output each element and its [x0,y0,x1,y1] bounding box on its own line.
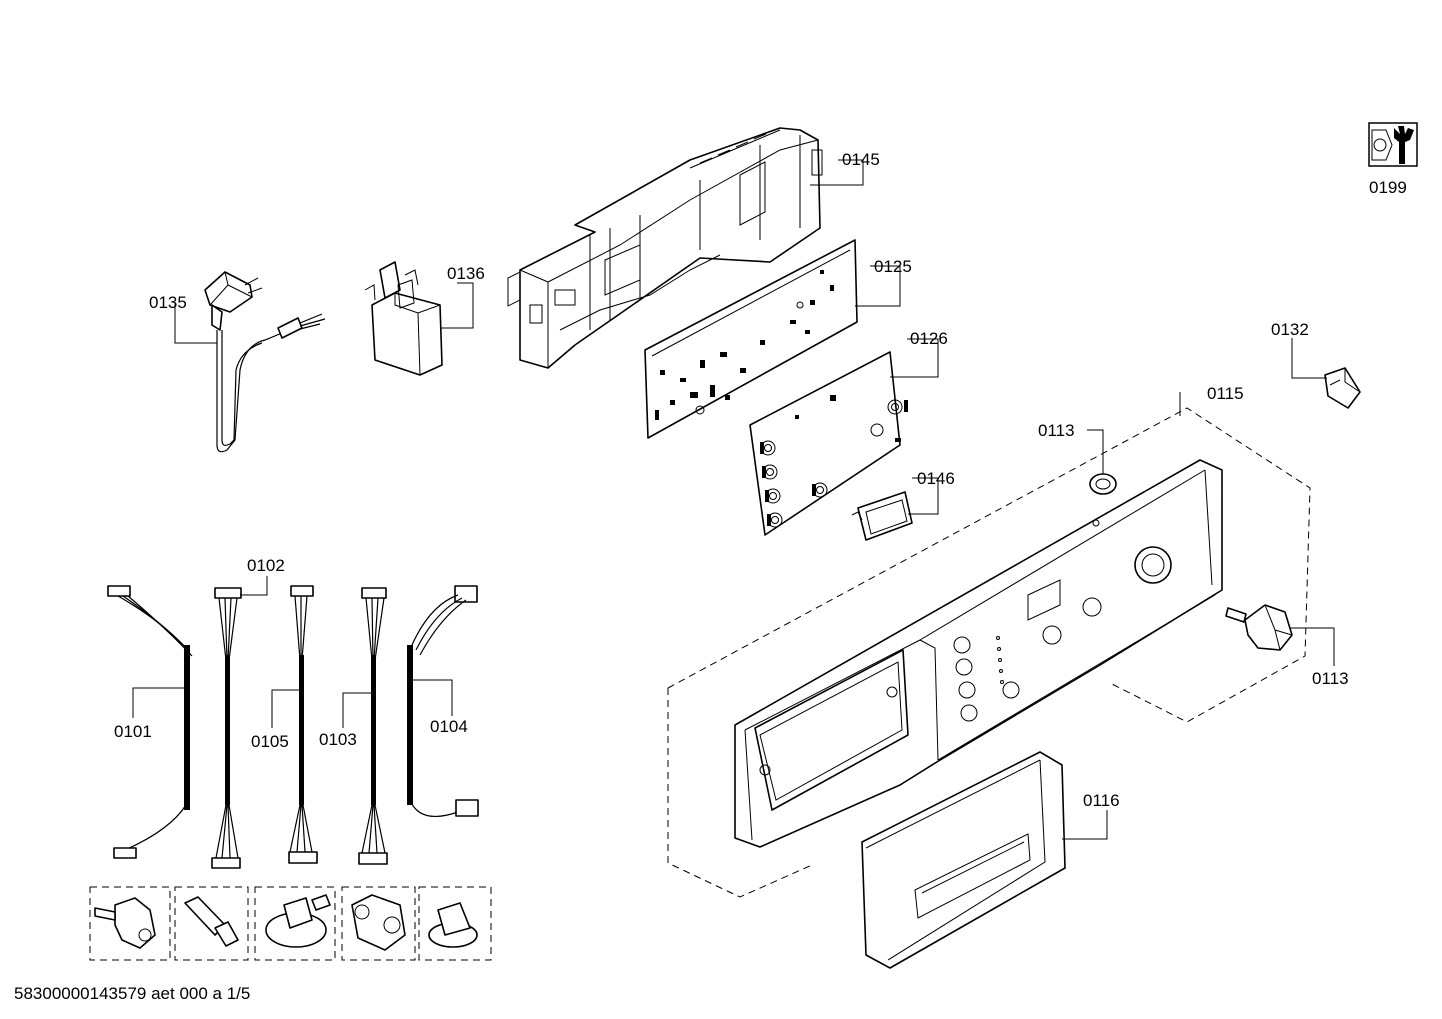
label-0135: 0135 [149,293,187,312]
label-0116: 0116 [1083,791,1120,810]
display-window-0146 [851,491,913,541]
label-0199: 0199 [1369,178,1407,197]
suppressor-filter-0136 [364,261,443,376]
leader-lines [132,159,1335,840]
wire-harness-0101 [107,585,193,859]
control-housing-0145 [507,127,823,369]
label-0125: 0125 [874,257,912,276]
label-0126: 0126 [910,329,948,348]
label-0103: 0103 [319,730,357,749]
main-pcb-0125 [644,239,858,439]
subpart-box-4 [341,886,416,961]
label-0115: 0115 [1207,384,1244,403]
label-0146: 0146 [917,469,955,488]
document-footer: 58300000143579 aet 000 a 1/5 [14,984,250,1003]
wrench-nut-icon [1368,122,1418,167]
label-0102: 0102 [247,556,285,575]
drawer-handle-0116 [861,751,1066,969]
wire-harness-0104 [407,585,479,818]
subpart-box-2 [174,886,249,961]
subpart-box-5 [418,886,492,961]
subpart-box-3 [254,886,336,961]
label-0113-knob: 0113 [1312,669,1349,688]
label-0145: 0145 [842,150,880,169]
mains-cable-0135 [204,271,326,453]
label-0105: 0105 [251,732,289,751]
selector-knob-0113 [1225,604,1293,651]
wire-harness-0102 [211,587,242,869]
keypad-pcb-0126 [749,351,908,536]
wire-harness-0105 [288,585,318,864]
wire-harness-0103 [358,587,388,865]
label-0132: 0132 [1271,320,1309,339]
label-0113-ring: 0113 [1038,421,1075,440]
label-0104: 0104 [430,717,468,736]
label-0101: 0101 [114,722,152,741]
subpart-box-1 [89,886,171,961]
bracket-0132 [1324,367,1361,409]
control-panel-fascia-0115 [667,407,1311,898]
selector-ring-0113 [1089,473,1117,495]
label-0136: 0136 [447,264,485,283]
